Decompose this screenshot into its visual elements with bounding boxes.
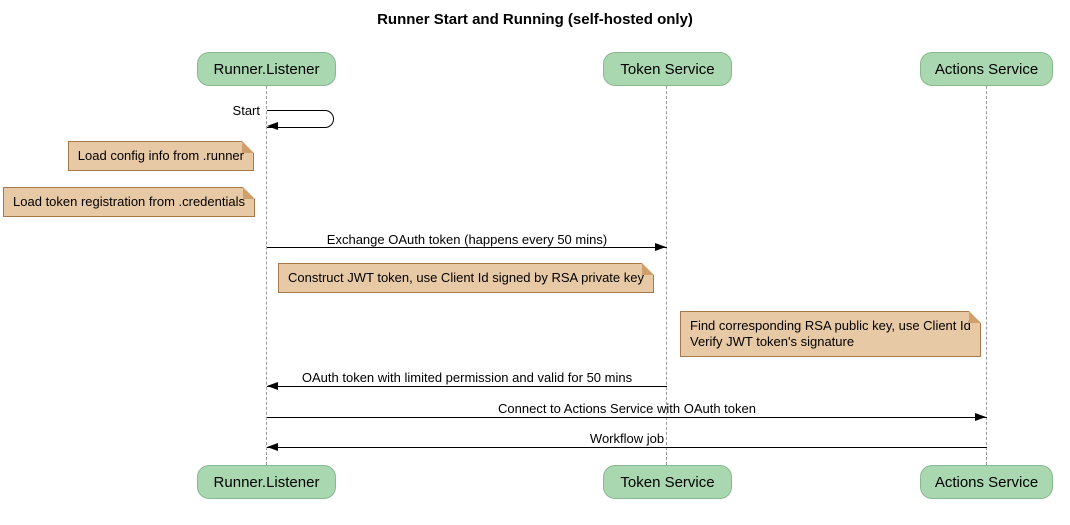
message-connect-line — [267, 417, 987, 418]
arrow-head-icon — [267, 443, 278, 451]
diagram-title: Runner Start and Running (self-hosted on… — [377, 11, 693, 28]
message-exchange-line — [267, 247, 667, 248]
note-load-credentials: Load token registration from .credential… — [3, 187, 255, 217]
arrow-head-icon — [655, 243, 666, 251]
note-verify-jwt-line2: Verify JWT token's signature — [690, 334, 855, 349]
note-verify-jwt-line1: Find corresponding RSA public key, use C… — [690, 318, 971, 333]
arrow-head-icon — [267, 382, 278, 390]
participant-token-service-top: Token Service — [603, 52, 732, 86]
participant-token-service-bottom: Token Service — [603, 465, 732, 499]
message-workflow-line — [267, 447, 987, 448]
message-workflow-label: Workflow job — [589, 431, 665, 446]
participant-runner-listener-top: Runner.Listener — [197, 52, 336, 86]
message-exchange-label: Exchange OAuth token (happens every 50 m… — [326, 232, 608, 247]
lifeline-token-service — [666, 86, 667, 465]
message-oauth-return-label: OAuth token with limited permission and … — [301, 370, 633, 385]
arrow-head-icon — [267, 122, 278, 130]
note-verify-jwt: Find corresponding RSA public key, use C… — [680, 311, 981, 357]
arrow-head-icon — [975, 413, 986, 421]
participant-actions-service-bottom: Actions Service — [920, 465, 1053, 499]
lifeline-actions-service — [986, 86, 987, 465]
message-start-self-loop — [267, 110, 334, 128]
lifeline-runner-listener — [266, 86, 267, 465]
message-connect-label: Connect to Actions Service with OAuth to… — [498, 401, 756, 416]
message-start-label: Start — [232, 103, 260, 118]
message-oauth-return-line — [267, 386, 667, 387]
participant-runner-listener-bottom: Runner.Listener — [197, 465, 336, 499]
note-construct-jwt: Construct JWT token, use Client Id signe… — [278, 263, 654, 293]
participant-actions-service-top: Actions Service — [920, 52, 1053, 86]
note-load-config: Load config info from .runner — [67, 141, 255, 171]
